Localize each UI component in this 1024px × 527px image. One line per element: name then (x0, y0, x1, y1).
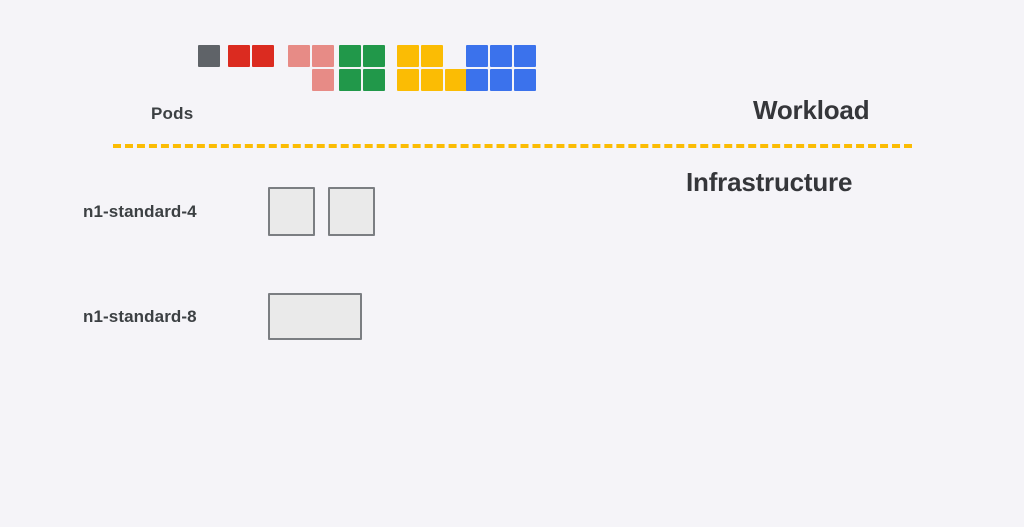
pod-cell[interactable] (339, 45, 361, 67)
pod-cell[interactable] (339, 69, 361, 91)
machine-box-n1-standard-4-b[interactable] (328, 187, 375, 236)
machine-box-n1-standard-8-a[interactable] (268, 293, 362, 340)
pod-cell[interactable] (252, 45, 274, 67)
pod-cell[interactable] (312, 69, 334, 91)
workload-infrastructure-divider (113, 144, 912, 148)
pod-cell[interactable] (490, 69, 512, 91)
pod-cell[interactable] (466, 69, 488, 91)
pod-cell[interactable] (490, 45, 512, 67)
pod-cell[interactable] (445, 69, 467, 91)
infrastructure-section-title: Infrastructure (686, 167, 853, 197)
pod-cell[interactable] (397, 69, 419, 91)
pod-cell[interactable] (514, 69, 536, 91)
pod-cell[interactable] (514, 45, 536, 67)
pods-label: Pods (151, 104, 194, 123)
pod-cell[interactable] (363, 69, 385, 91)
pod-cell[interactable] (421, 69, 443, 91)
pod-cell[interactable] (421, 45, 443, 67)
pod-cell[interactable] (363, 45, 385, 67)
pod-cell[interactable] (312, 45, 334, 67)
node-label: n1-standard-8 (83, 307, 197, 326)
pod-cell[interactable] (228, 45, 250, 67)
pod-cell[interactable] (288, 45, 310, 67)
machine-box-n1-standard-4-a[interactable] (268, 187, 315, 236)
node-label: n1-standard-4 (83, 202, 197, 221)
pod-cell[interactable] (198, 45, 220, 67)
pod-cell[interactable] (397, 45, 419, 67)
pod-cell[interactable] (466, 45, 488, 67)
workload-section-title: Workload (753, 95, 870, 125)
